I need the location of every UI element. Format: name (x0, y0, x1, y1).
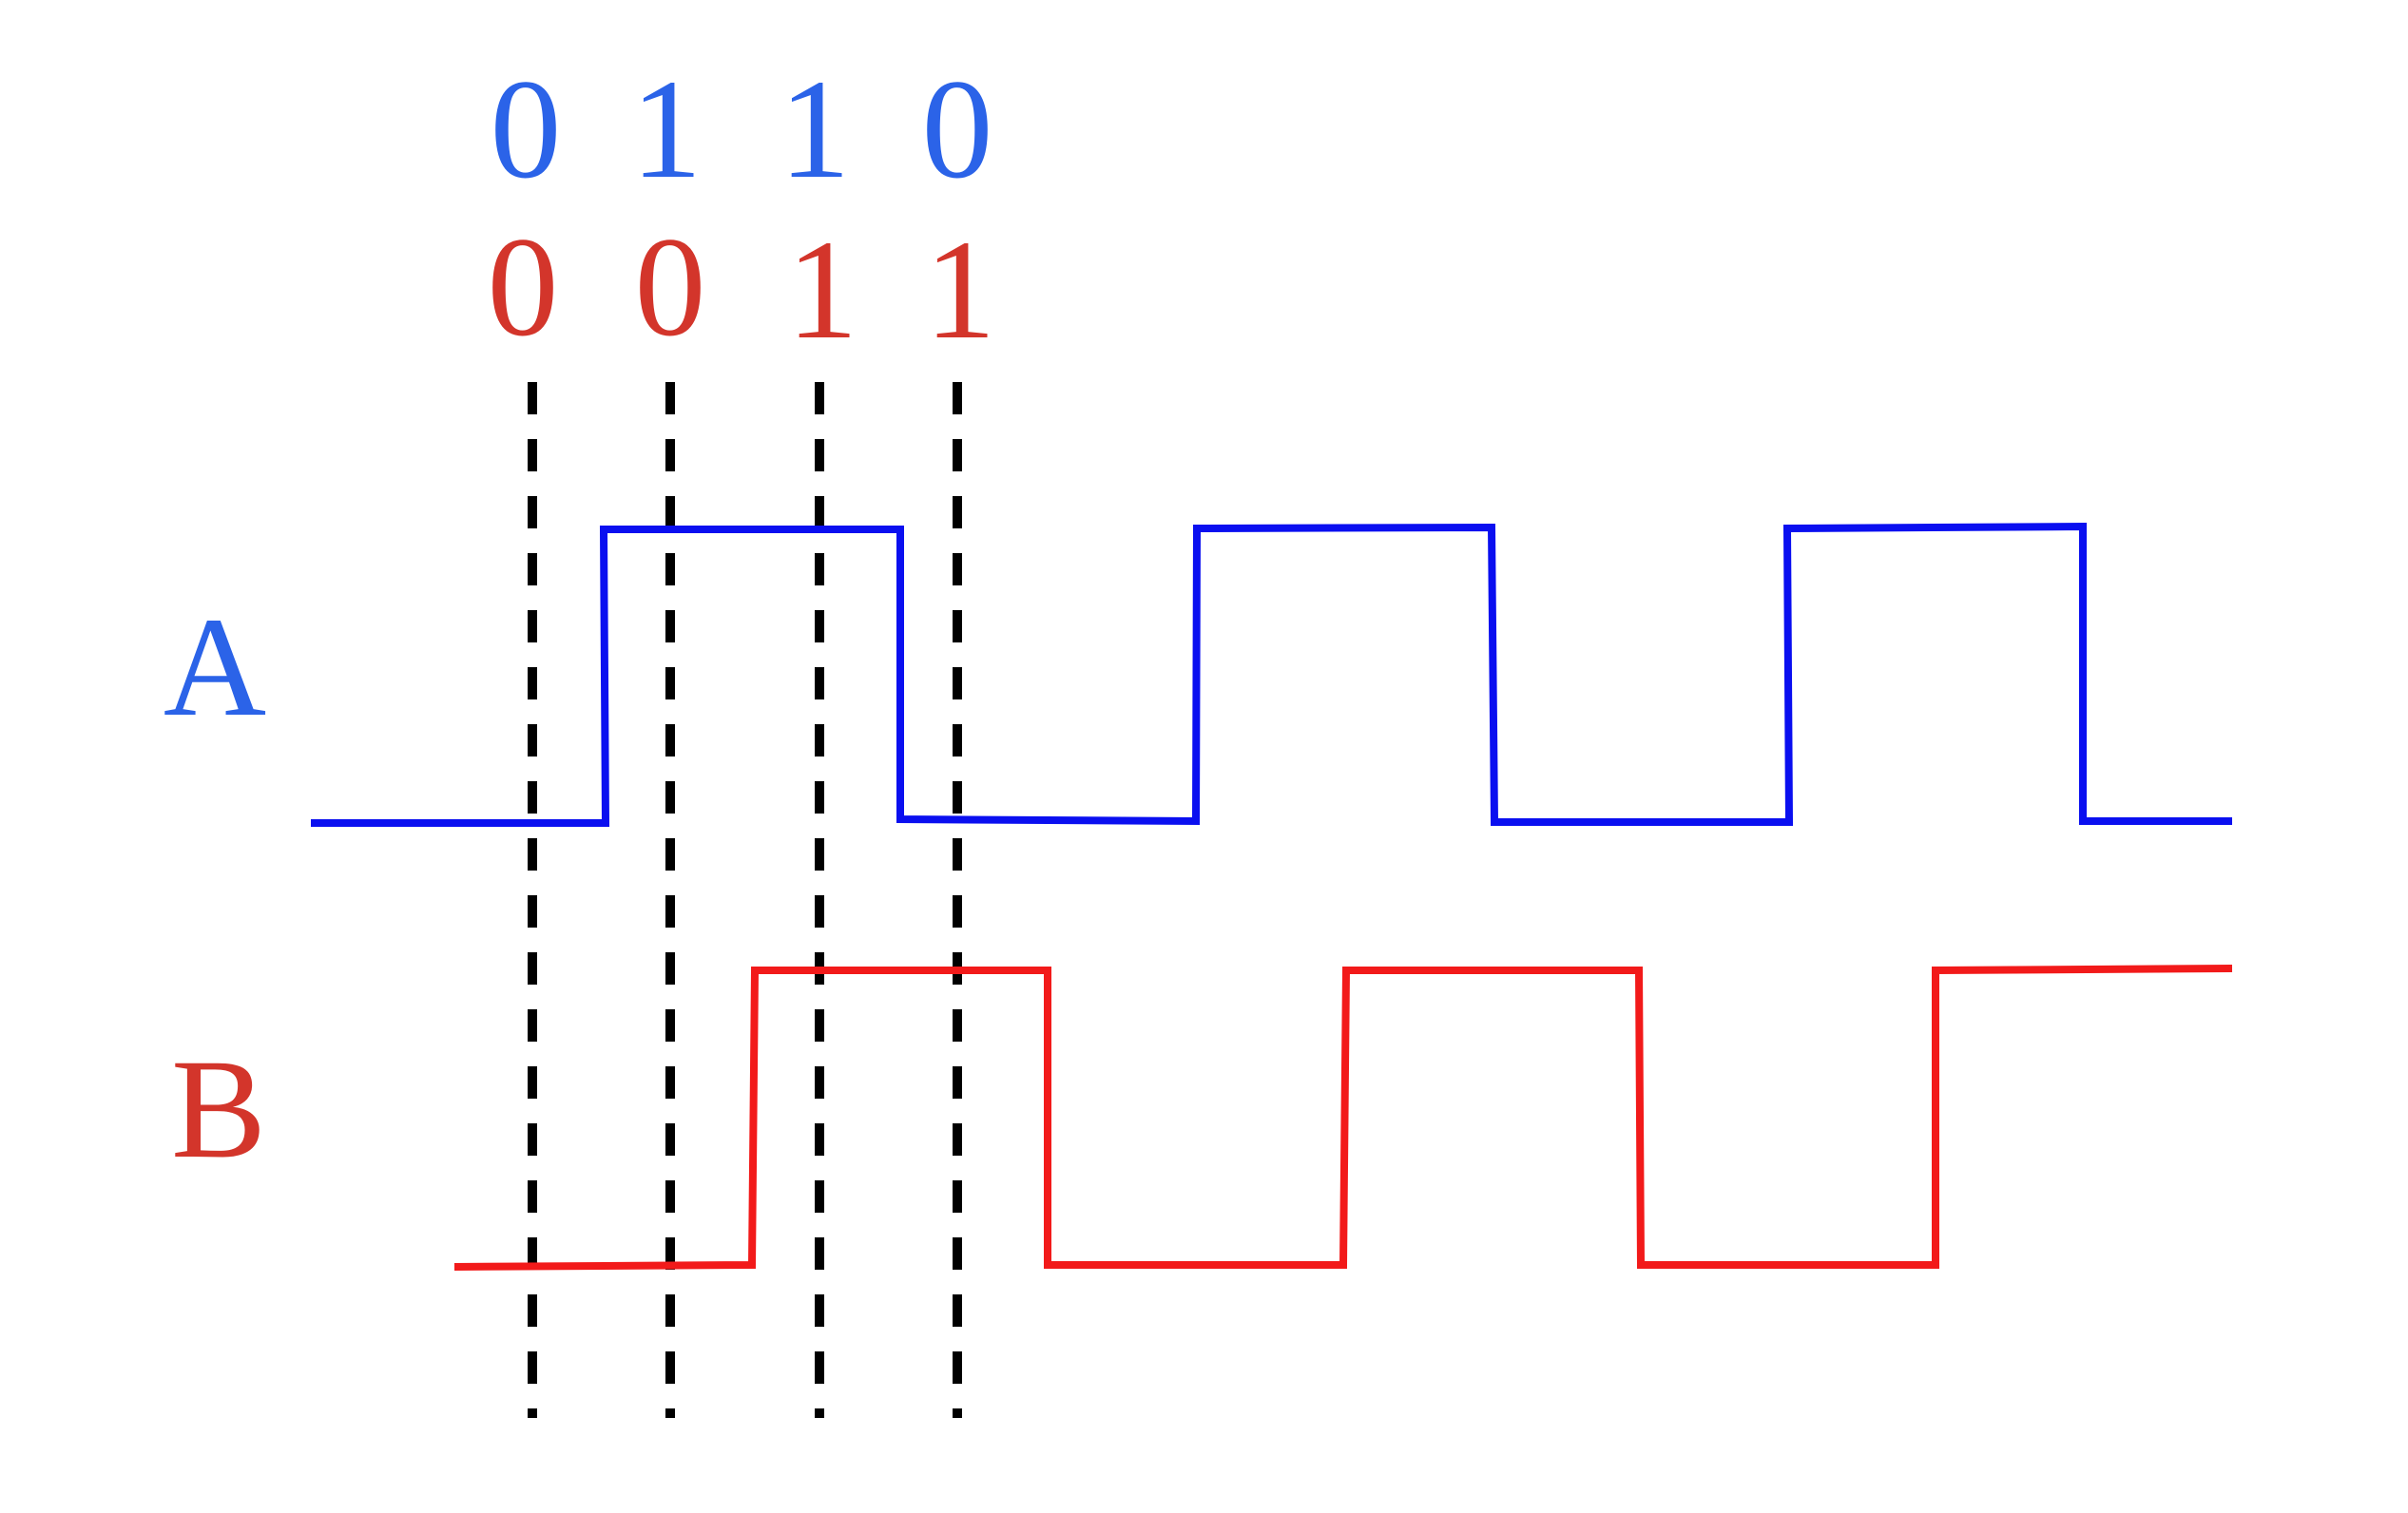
channel-b-bit-4: 1 (925, 211, 996, 369)
channel-a-bit-1: 0 (491, 50, 562, 208)
channel-a-label: A (164, 588, 266, 746)
channel-a-bit-3: 1 (780, 50, 851, 208)
channel-b-bit-1: 0 (488, 208, 559, 366)
channel-b-bits: 0 0 1 1 (488, 208, 996, 369)
channel-a-waveform (311, 522, 2232, 827)
channel-a-bit-2: 1 (631, 50, 703, 208)
channel-a-bits: 0 1 1 0 (491, 50, 993, 208)
sample-markers (528, 382, 962, 1418)
channel-b-bit-3: 1 (787, 211, 858, 369)
channel-b-label: B (171, 1030, 266, 1188)
channel-b-bit-2: 0 (635, 208, 706, 366)
channel-a-bit-4: 0 (922, 50, 993, 208)
channel-b-waveform (453, 965, 2233, 1271)
